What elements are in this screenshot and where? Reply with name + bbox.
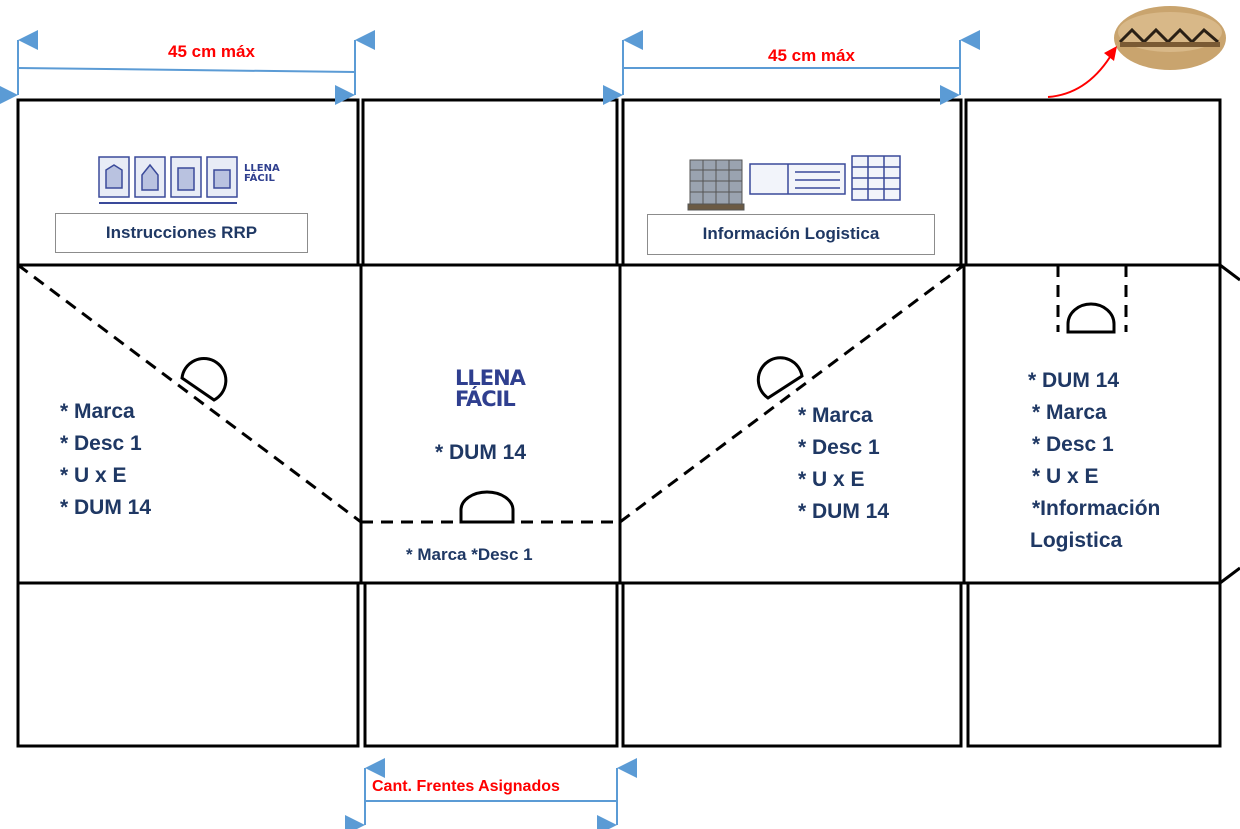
panel-4-line: * Desc 1: [1032, 433, 1114, 456]
bottom-flaps: [16, 581, 1222, 748]
brand-line-1: LLENA: [244, 163, 280, 174]
panel-3-line: * DUM 14: [798, 500, 890, 523]
handle-cutouts: [180, 302, 1116, 524]
flap-top-4: [964, 98, 1222, 267]
carton-sample-icon: [1114, 6, 1226, 70]
handle-cutout-icon: [459, 490, 515, 524]
panel-1-line: * DUM 14: [60, 496, 152, 519]
dimension-arrows: [0, 29, 980, 829]
flap-bottom-1: [16, 581, 360, 748]
brand-line-1: LLENA: [455, 366, 526, 390]
panel-4-line: * Marca: [1032, 401, 1107, 424]
instructions-label: Instrucciones RRP: [55, 213, 308, 253]
dimension-label-left: 45 cm máx: [168, 42, 255, 61]
flap-top-2: [361, 98, 619, 267]
panel-4-line: *Información: [1032, 497, 1161, 520]
box-steps-icon: [98, 156, 238, 204]
flap-bottom-2: [363, 581, 619, 748]
panel-4-line: * U x E: [1032, 465, 1099, 488]
tear-line-right: [619, 263, 965, 524]
tear-line-left: [17, 263, 362, 524]
tear-lines: [17, 263, 1128, 524]
panel-3-text: * Marca * Desc 1 * U x E * DUM 14: [798, 400, 889, 528]
panel-3-line: * Desc 1: [798, 436, 880, 459]
brand-line-2: FÁCIL: [244, 173, 275, 184]
glue-flap-top: [1219, 263, 1240, 282]
brand-line-2: FÁCIL: [455, 387, 516, 411]
panel-3-line: * Marca: [798, 404, 873, 427]
flap-bottom-3: [621, 581, 963, 748]
handle-cutout-icon: [756, 356, 804, 400]
handle-cutout-icon: [180, 357, 228, 402]
flap-bottom-4: [966, 581, 1222, 748]
dimension-line-left: [17, 67, 356, 73]
brand-logo: LLENA FÁCIL: [455, 366, 526, 411]
panel-3-line: * U x E: [798, 468, 865, 491]
body-panels: [16, 263, 1240, 585]
panel-1-line: * Desc 1: [60, 432, 142, 455]
handle-cutout-icon: [1066, 302, 1116, 334]
panel-4-text: * DUM 14 * Marca * Desc 1 * U x E *Infor…: [1028, 365, 1160, 557]
pallet-icon: [687, 159, 745, 211]
panel-2-bottom-text: * Marca *Desc 1: [406, 545, 533, 564]
label-doc-icon: [749, 155, 901, 201]
glue-flap-bottom: [1219, 566, 1240, 585]
dimension-label-bottom: Cant. Frentes Asignados: [372, 778, 560, 795]
pointer-arrow: [1047, 56, 1111, 98]
panel-2-dum: * DUM 14: [435, 441, 527, 464]
panel-4-line: Logistica: [1030, 529, 1123, 552]
logistics-label: Información Logistica: [647, 214, 935, 255]
dimension-label-right: 45 cm máx: [768, 46, 855, 65]
arrow-icon: [1104, 46, 1117, 61]
panel-1-line: * Marca: [60, 400, 135, 423]
brand-logo-small: LLENA FÁCIL: [244, 164, 280, 184]
panel-4-line: * DUM 14: [1028, 369, 1120, 392]
panel-1-line: * U x E: [60, 464, 127, 487]
panel-1-text: * Marca * Desc 1 * U x E * DUM 14: [60, 396, 151, 524]
